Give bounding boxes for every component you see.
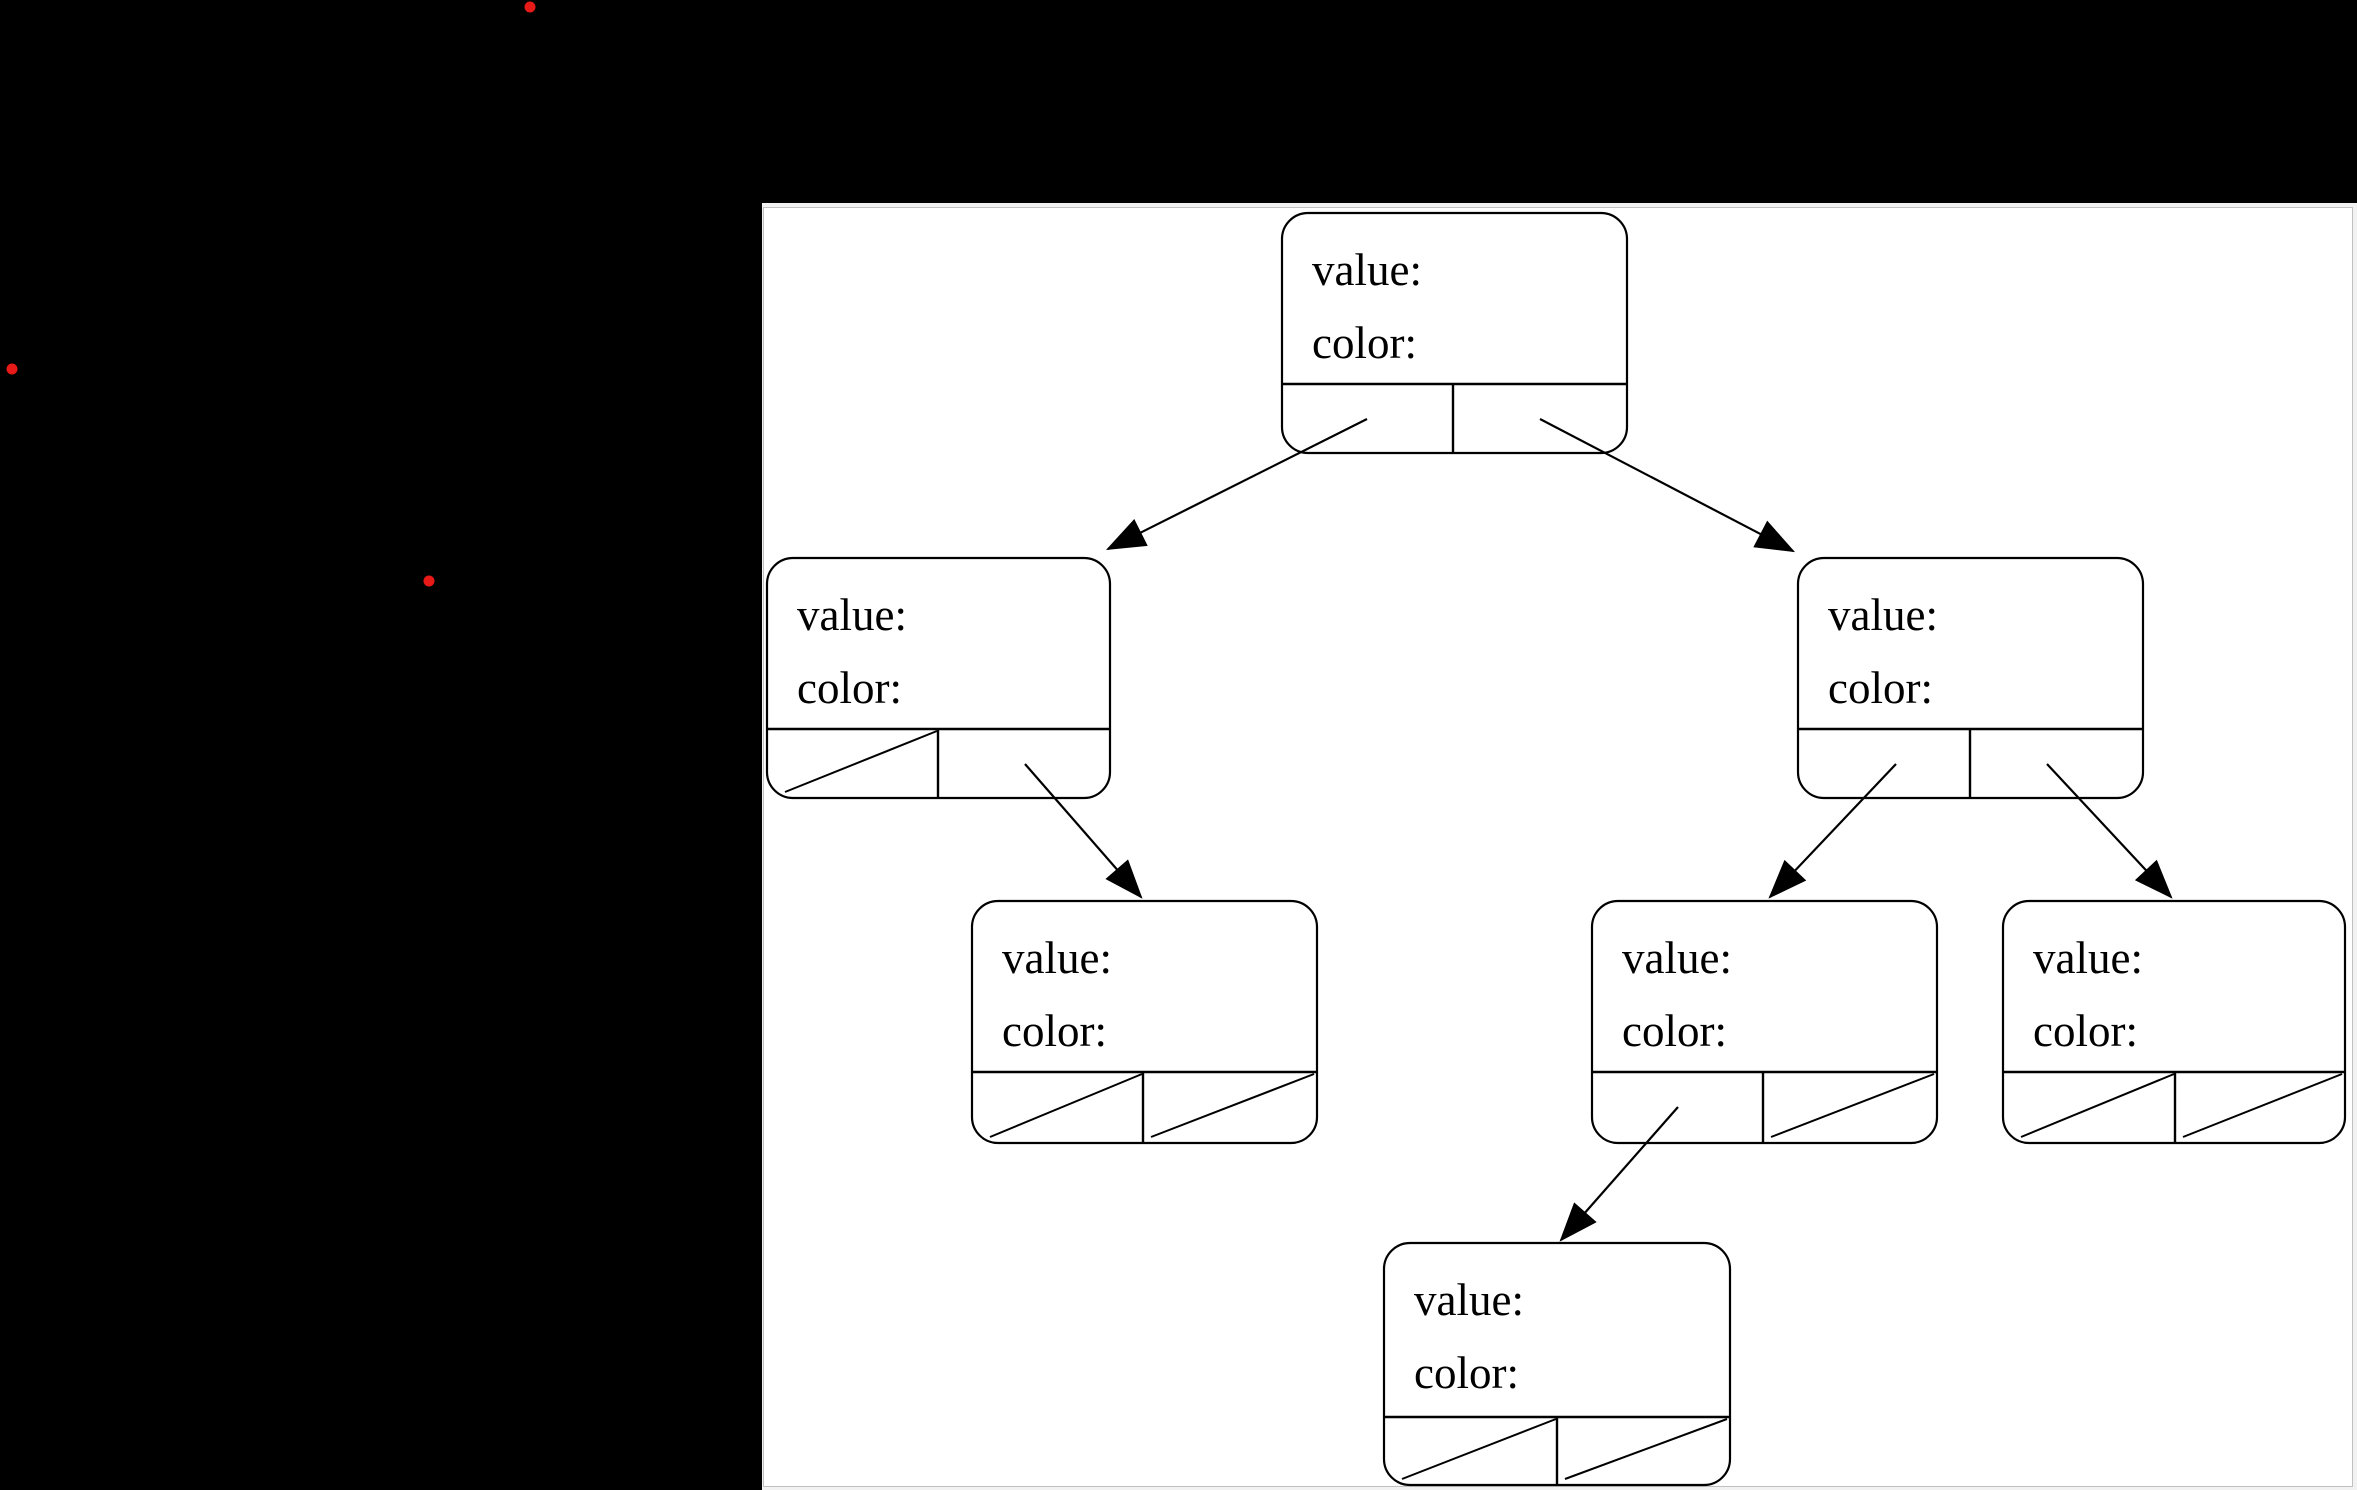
edge-root-right [1539, 418, 1796, 553]
tree-edges [1024, 418, 2173, 1242]
node-color-label: color: [1002, 1006, 1107, 1056]
null-slash [1564, 1418, 1728, 1480]
null-slash [989, 1073, 1143, 1138]
red-dot [423, 575, 435, 587]
null-slash [1401, 1418, 1557, 1480]
tree-node-right-right-grandchild: value: color: [2001, 899, 2347, 1145]
node-value-label: value: [1828, 590, 1938, 640]
edge-grandchild-left [1559, 1106, 1679, 1242]
node-value-label: value: [2033, 933, 2143, 983]
red-dot [6, 363, 18, 375]
edge-rightchild-left [1768, 763, 1897, 899]
node-color-label: color: [1312, 318, 1417, 368]
null-slash [2182, 1073, 2343, 1138]
node-value-label: value: [1312, 245, 1422, 295]
node-color-label: color: [1828, 663, 1933, 713]
null-slash [2020, 1073, 2175, 1138]
red-dot [524, 1, 536, 13]
edge-rightchild-right [2046, 763, 2173, 899]
null-slash [1770, 1073, 1935, 1138]
red-dots [6, 1, 536, 587]
null-slash [784, 730, 938, 793]
tree-node-left-right-grandchild: value: color: [970, 899, 1319, 1145]
node-value-label: value: [1622, 933, 1732, 983]
node-value-label: value: [1414, 1275, 1524, 1325]
edge-leftchild-right [1024, 763, 1143, 899]
tree-node-right-child: value: color: [1796, 556, 2145, 800]
null-slash [1150, 1073, 1315, 1138]
node-value-label: value: [797, 590, 907, 640]
tree-node-root: value: color: [1280, 211, 1629, 455]
node-value-label: value: [1002, 933, 1112, 983]
tree-node-left-child: value: color: [765, 556, 1112, 800]
node-color-label: color: [1414, 1348, 1519, 1398]
tree-node-great-grandchild: value: color: [1382, 1241, 1732, 1487]
tree-node-right-left-grandchild: value: color: [1590, 899, 1939, 1145]
node-color-label: color: [2033, 1006, 2138, 1056]
node-color-label: color: [1622, 1006, 1727, 1056]
node-color-label: color: [797, 663, 902, 713]
edge-root-left [1105, 418, 1368, 551]
